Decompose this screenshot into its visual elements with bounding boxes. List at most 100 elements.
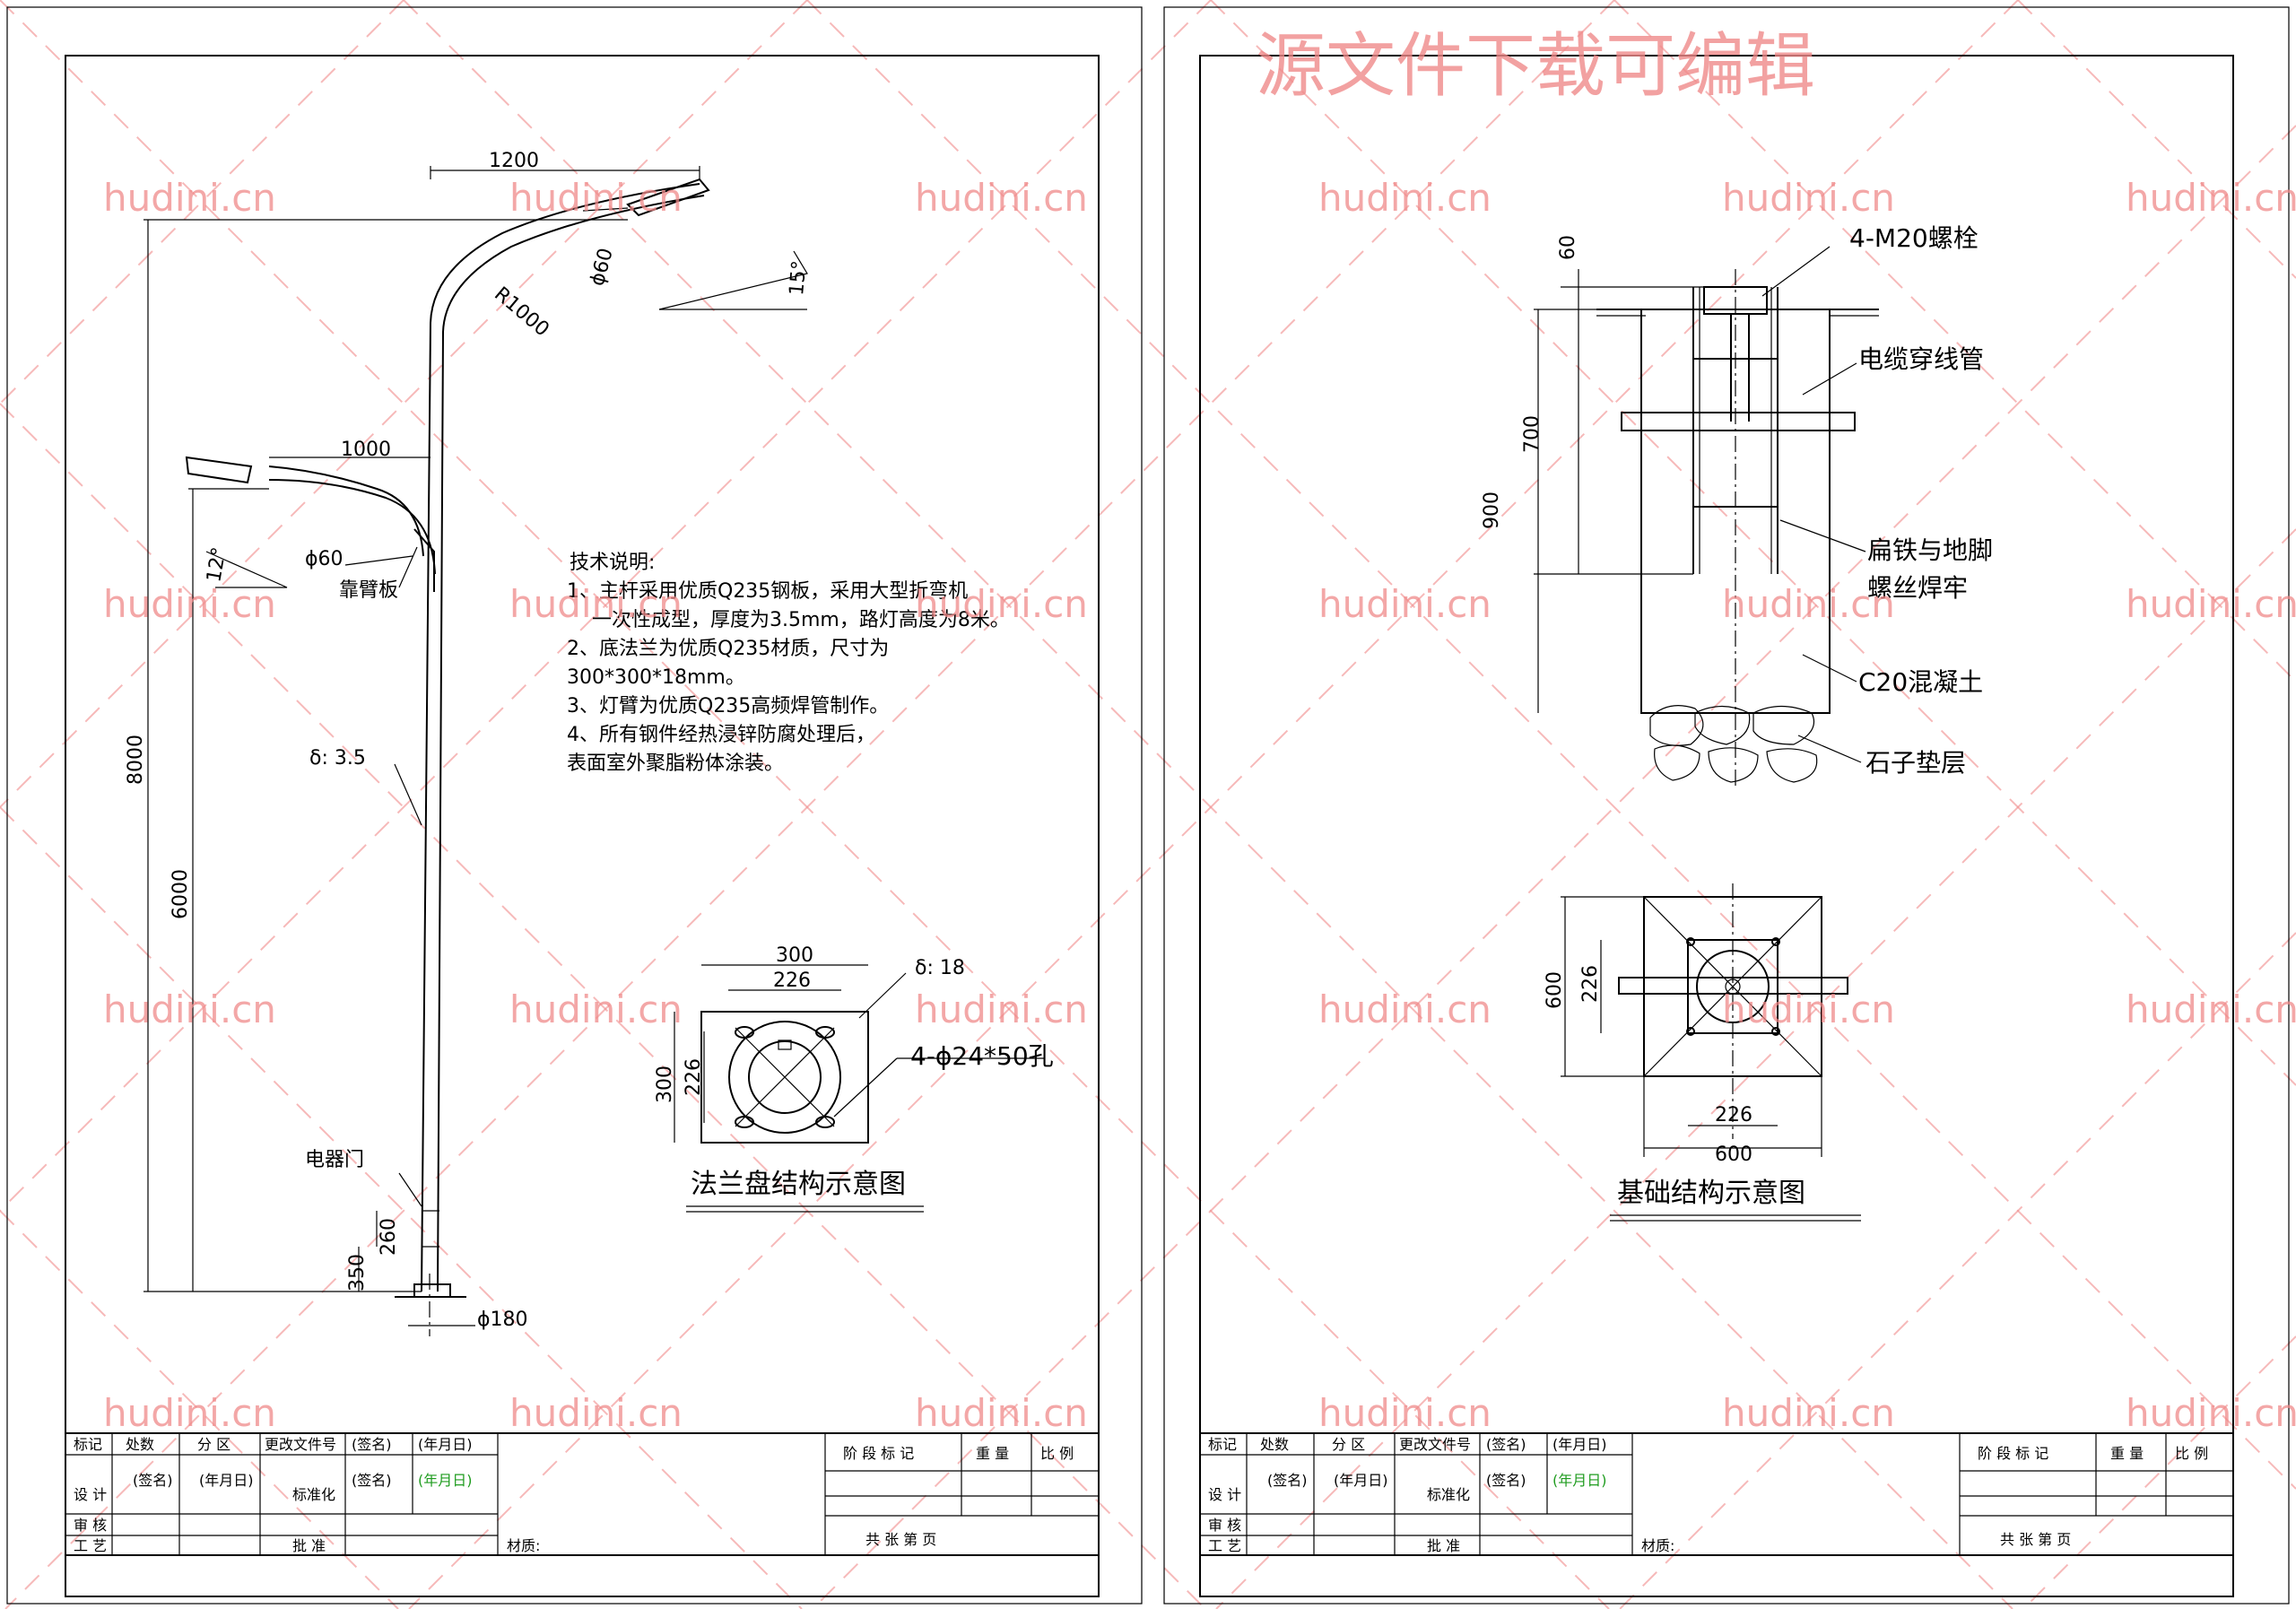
tb-right-review: 审 核 xyxy=(1208,1517,1241,1534)
plan-dim-w: 600 xyxy=(1715,1144,1752,1166)
dim-total: 900 xyxy=(1481,491,1503,529)
watermark-site: hudini.cn xyxy=(1318,987,1492,1031)
tb-left-scale: 比 例 xyxy=(1040,1445,1074,1462)
flange-w-inner: 226 xyxy=(773,970,811,992)
tb-right-count: 处数 xyxy=(1260,1436,1289,1453)
label-back-plate: 靠臂板 xyxy=(339,579,398,602)
label-gravel: 石子垫层 xyxy=(1866,748,1966,778)
tb-right-standard-sign: (签名) xyxy=(1486,1472,1526,1489)
tb-right-zone: 分 区 xyxy=(1332,1436,1365,1453)
tb-left-design-sign: (签名) xyxy=(133,1472,173,1489)
flange-h-inner: 226 xyxy=(683,1058,705,1096)
watermark-site: hudini.cn xyxy=(509,1391,683,1435)
tb-right-sign: (签名) xyxy=(1486,1436,1526,1453)
dim-arm-top: 1200 xyxy=(489,150,539,172)
tb-left-stage: 阶 段 标 记 xyxy=(843,1445,914,1462)
tb-right-stage: 阶 段 标 记 xyxy=(1978,1445,2048,1462)
tb-right-change: 更改文件号 xyxy=(1399,1436,1471,1453)
flange-holes: 4-ϕ24*50孔 xyxy=(910,1041,1054,1071)
tb-left-review: 审 核 xyxy=(74,1517,107,1534)
dim-door-h: 260 xyxy=(378,1218,400,1256)
notes-line-2: 一次性成型，厚度为3.5mm，路灯高度为8米。 xyxy=(592,609,1010,631)
tb-right-design-sign: (签名) xyxy=(1267,1472,1308,1489)
foundation-caption: 基础结构示意图 xyxy=(1617,1178,1805,1209)
tb-right-sheets: 共 张 第 页 xyxy=(2000,1531,2071,1548)
dim-dia-low: ϕ60 xyxy=(305,548,344,570)
flange-plan: 300 226 300 226 δ: 18 4-ϕ24*50孔 法兰盘结构示意图 xyxy=(654,944,1054,1213)
dim-mid: 700 xyxy=(1521,415,1544,453)
label-concrete: C20混凝土 xyxy=(1858,667,1983,697)
flange-thickness: δ: 18 xyxy=(915,957,965,979)
dim-height-low: 6000 xyxy=(170,869,192,919)
watermark-site: hudini.cn xyxy=(103,1391,276,1435)
tb-left-mark: 标记 xyxy=(74,1436,102,1453)
foundation-plan: 600 226 226 600 基础结构示意图 xyxy=(1544,883,1861,1222)
tb-left-design: 设 计 xyxy=(74,1486,107,1503)
tb-left-approve: 批 准 xyxy=(292,1537,326,1554)
tb-left-weight: 重 量 xyxy=(976,1445,1009,1462)
watermark-site: hudini.cn xyxy=(915,1391,1088,1435)
dim-dia-top: ϕ60 xyxy=(587,246,618,289)
tb-left-craft: 工 艺 xyxy=(74,1537,107,1554)
dim-arm-low: 1000 xyxy=(341,439,391,461)
dim-radius: R1000 xyxy=(490,283,553,341)
dim-base-dia: ϕ180 xyxy=(477,1309,528,1331)
technical-notes: 技术说明: 1、主杆采用优质Q235钢板，采用大型折弯机 一次性成型，厚度为3.… xyxy=(567,552,1010,775)
dim-top: 60 xyxy=(1557,235,1579,260)
dim-angle-top: 15° xyxy=(786,259,811,296)
tb-left-zone: 分 区 xyxy=(197,1436,230,1453)
watermark-site: hudini.cn xyxy=(2126,176,2296,220)
foundation-labels: 60 700 900 4-M20螺栓 电缆穿线管 扁铁与地脚 螺丝焊牢 C20混… xyxy=(1481,223,1993,778)
watermark-site: hudini.cn xyxy=(1318,1391,1492,1435)
tb-right-standard: 标准化 xyxy=(1427,1486,1470,1503)
watermark-site: hudini.cn xyxy=(1318,582,1492,626)
right-title-block: 标记 处数 分 区 更改文件号 (签名) (年月日) 设 计 (签名) (年月日… xyxy=(1199,1432,2234,1556)
dim-door-base: 350 xyxy=(346,1254,369,1292)
notes-line-6: 4、所有钢件经热浸锌防腐处理后， xyxy=(567,724,875,746)
watermark-text: 源文件下载可编辑 hudini.cn hudini.cn hudini.cn h… xyxy=(103,26,2296,1435)
watermark-banner: 源文件下载可编辑 xyxy=(1256,26,1815,107)
tb-right-scale: 比 例 xyxy=(2175,1445,2208,1462)
lamp-pole-elevation xyxy=(144,166,808,1336)
label-bolts: 4-M20螺栓 xyxy=(1849,223,1979,253)
watermark-site: hudini.cn xyxy=(1722,176,1895,220)
tb-right-standard-date: (年月日) xyxy=(1552,1472,1607,1489)
watermark-site: hudini.cn xyxy=(915,987,1088,1031)
dim-thickness: δ: 3.5 xyxy=(309,747,366,770)
watermark-site: hudini.cn xyxy=(1722,1391,1895,1435)
notes-title: 技术说明: xyxy=(570,552,655,574)
label-weld-1: 扁铁与地脚 xyxy=(1867,535,1993,565)
notes-line-5: 3、灯臂为优质Q235高频焊管制作。 xyxy=(567,695,889,718)
plan-dim-w-inner: 226 xyxy=(1715,1104,1752,1126)
tb-right-date: (年月日) xyxy=(1552,1436,1607,1453)
label-door: 电器门 xyxy=(305,1149,364,1171)
sheet-frames xyxy=(6,6,2290,1605)
tb-left-sign: (签名) xyxy=(352,1436,392,1453)
dim-angle-low: 12° xyxy=(203,545,230,584)
notes-line-3: 2、底法兰为优质Q235材质，尺寸为 xyxy=(567,638,889,660)
tb-left-date: (年月日) xyxy=(418,1436,473,1453)
watermark-site: hudini.cn xyxy=(2126,582,2296,626)
tb-right-mark: 标记 xyxy=(1208,1436,1237,1453)
watermark-site: hudini.cn xyxy=(915,582,1088,626)
tb-right-material: 材质: xyxy=(1641,1537,1674,1554)
notes-line-1: 1、主杆采用优质Q235钢板，采用大型折弯机 xyxy=(567,580,968,603)
watermark-site: hudini.cn xyxy=(2126,987,2296,1031)
notes-line-4: 300*300*18mm。 xyxy=(567,666,745,689)
watermark-site: hudini.cn xyxy=(1722,987,1895,1031)
watermark-site: hudini.cn xyxy=(1318,176,1492,220)
dim-height-total: 8000 xyxy=(125,735,147,785)
tb-left-standard: 标准化 xyxy=(292,1486,335,1503)
watermark-site: hudini.cn xyxy=(103,582,276,626)
watermark-site: hudini.cn xyxy=(509,582,683,626)
plan-dim-h: 600 xyxy=(1544,971,1566,1009)
watermark-site: hudini.cn xyxy=(103,176,276,220)
tb-right-craft: 工 艺 xyxy=(1208,1537,1241,1554)
tb-right-approve: 批 准 xyxy=(1427,1537,1460,1554)
tb-left-count: 处数 xyxy=(126,1436,154,1453)
tb-left-change: 更改文件号 xyxy=(265,1436,336,1453)
watermark-site: hudini.cn xyxy=(509,176,683,220)
watermark-site: hudini.cn xyxy=(2126,1391,2296,1435)
